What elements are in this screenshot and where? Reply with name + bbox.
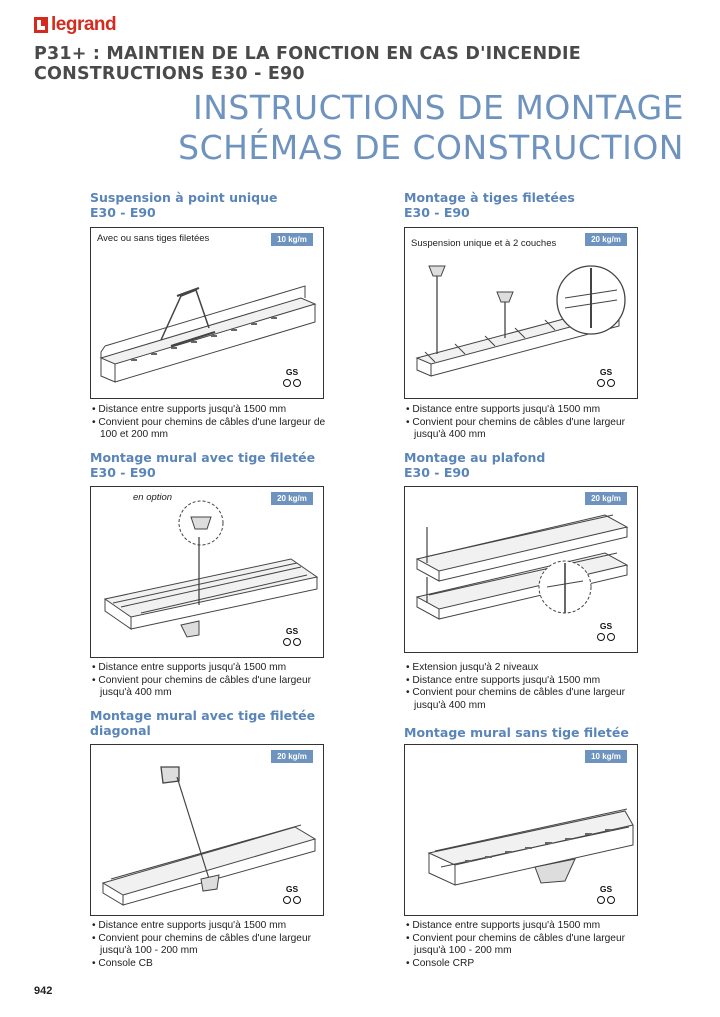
spec-item: Distance entre supports jusqu'à 1500 mm <box>90 920 340 933</box>
gs-label: GS <box>285 367 299 377</box>
spec-item: Distance entre supports jusqu'à 1500 mm <box>404 404 654 417</box>
section-title: Montage mural avec tige filetée <box>90 708 316 723</box>
diagram-panel: Avec ou sans tiges filetées 10 kg/m GS <box>90 227 324 399</box>
spec-item: Distance entre supports jusqu'à 1500 mm <box>404 675 654 688</box>
diagram-panel: en option 20 kg/m GS <box>90 486 324 658</box>
spec-item: Convient pour chemins de câbles d'une la… <box>404 933 654 958</box>
spec-list: Distance entre supports jusqu'à 1500 mm … <box>90 920 340 970</box>
section-title: Montage mural sans tige filetée <box>404 725 629 740</box>
gs-rings-icon <box>283 896 301 904</box>
spec-item: Distance entre supports jusqu'à 1500 mm <box>90 404 340 417</box>
header-line-1: P31+ : MAINTIEN DE LA FONCTION EN CAS D'… <box>34 44 581 64</box>
gs-label: GS <box>285 884 299 894</box>
spec-item: Console CRP <box>404 958 654 971</box>
section-subtitle: E30 - E90 <box>90 465 156 480</box>
spec-item: Distance entre supports jusqu'à 1500 mm <box>404 920 654 933</box>
legrand-logo-icon <box>34 17 48 33</box>
gs-rings-icon <box>597 379 615 387</box>
page-title-2: SCHÉMAS DE CONSTRUCTION <box>178 128 684 167</box>
gs-mark: GS <box>593 621 619 642</box>
gs-rings-icon <box>283 379 301 387</box>
diagram-panel: Suspension unique et à 2 couches 20 kg/m… <box>404 227 638 399</box>
cable-tray-drawing <box>99 285 317 383</box>
spec-list: Distance entre supports jusqu'à 1500 mm … <box>90 404 340 442</box>
spec-item: Convient pour chemins de câbles d'une la… <box>404 417 654 442</box>
spec-list: Extension jusqu'à 2 niveaux Distance ent… <box>404 662 654 712</box>
cable-tray-drawing <box>101 766 317 906</box>
load-badge: 20 kg/m <box>585 492 627 505</box>
spec-item: Distance entre supports jusqu'à 1500 mm <box>90 662 340 675</box>
section-montage-mural-sans-tige: Montage mural sans tige filetée <box>404 725 644 740</box>
diagram-panel: 20 kg/m GS <box>404 486 638 653</box>
section-montage-mural-diagonal: Montage mural avec tige filetée diagonal <box>90 708 330 738</box>
section-subtitle: E30 - E90 <box>90 205 156 220</box>
gs-mark: GS <box>279 884 305 905</box>
diagram-panel: 20 kg/m GS <box>90 744 324 916</box>
section-subtitle: E30 - E90 <box>404 465 470 480</box>
page-number: 942 <box>34 985 53 997</box>
spec-list: Distance entre supports jusqu'à 1500 mm … <box>404 920 654 970</box>
panel-caption: en option <box>133 492 173 503</box>
section-title: Suspension à point unique <box>90 190 278 205</box>
brand-name: legrand <box>51 14 117 35</box>
section-subtitle: E30 - E90 <box>404 205 470 220</box>
gs-mark: GS <box>593 884 619 905</box>
spec-list: Distance entre supports jusqu'à 1500 mm … <box>90 662 340 700</box>
spec-item: Convient pour chemins de câbles d'une la… <box>90 675 340 700</box>
diagram-panel: 10 kg/m GS <box>404 744 638 916</box>
section-title: Montage mural avec tige filetée <box>90 450 316 465</box>
gs-mark: GS <box>279 626 305 647</box>
section-subtitle: diagonal <box>90 723 151 738</box>
section-title: Montage au plafond <box>404 450 546 465</box>
spec-item: Extension jusqu'à 2 niveaux <box>404 662 654 675</box>
load-badge: 20 kg/m <box>271 750 313 763</box>
panel-caption: Avec ou sans tiges filetées <box>97 233 210 244</box>
page-title-1: INSTRUCTIONS DE MONTAGE <box>192 88 684 127</box>
legrand-logo: legrand <box>34 14 117 36</box>
spec-list: Distance entre supports jusqu'à 1500 mm … <box>404 404 654 442</box>
cable-tray-drawing <box>415 265 626 377</box>
gs-rings-icon <box>597 896 615 904</box>
spec-item: Convient pour chemins de câbles d'une la… <box>404 687 654 712</box>
cable-tray-drawing <box>415 514 629 620</box>
gs-label: GS <box>285 626 299 636</box>
spec-item: Convient pour chemins de câbles d'une la… <box>90 417 340 442</box>
section-montage-plafond: Montage au plafond E30 - E90 <box>404 450 644 480</box>
load-badge: 10 kg/m <box>585 750 627 763</box>
load-badge: 10 kg/m <box>271 233 313 246</box>
gs-label: GS <box>599 621 613 631</box>
gs-label: GS <box>599 367 613 377</box>
section-montage-tiges-filetees: Montage à tiges filetées E30 - E90 <box>404 190 644 220</box>
gs-rings-icon <box>597 633 615 641</box>
load-badge: 20 kg/m <box>271 492 313 505</box>
gs-mark: GS <box>593 367 619 388</box>
panel-caption: Suspension unique et à 2 couches <box>411 238 557 249</box>
section-title: Montage à tiges filetées <box>404 190 575 205</box>
section-suspension-point-unique: Suspension à point unique E30 - E90 <box>90 190 330 220</box>
gs-rings-icon <box>283 638 301 646</box>
spec-item: Convient pour chemins de câbles d'une la… <box>90 933 340 958</box>
cable-tray-drawing <box>103 500 319 638</box>
gs-label: GS <box>599 884 613 894</box>
gs-mark: GS <box>279 367 305 388</box>
spec-item: Console CB <box>90 958 340 971</box>
header-line-2: CONSTRUCTIONS E30 - E90 <box>34 64 305 84</box>
load-badge: 20 kg/m <box>585 233 627 246</box>
cable-tray-drawing <box>427 808 634 886</box>
section-montage-mural-tige: Montage mural avec tige filetée E30 - E9… <box>90 450 330 480</box>
